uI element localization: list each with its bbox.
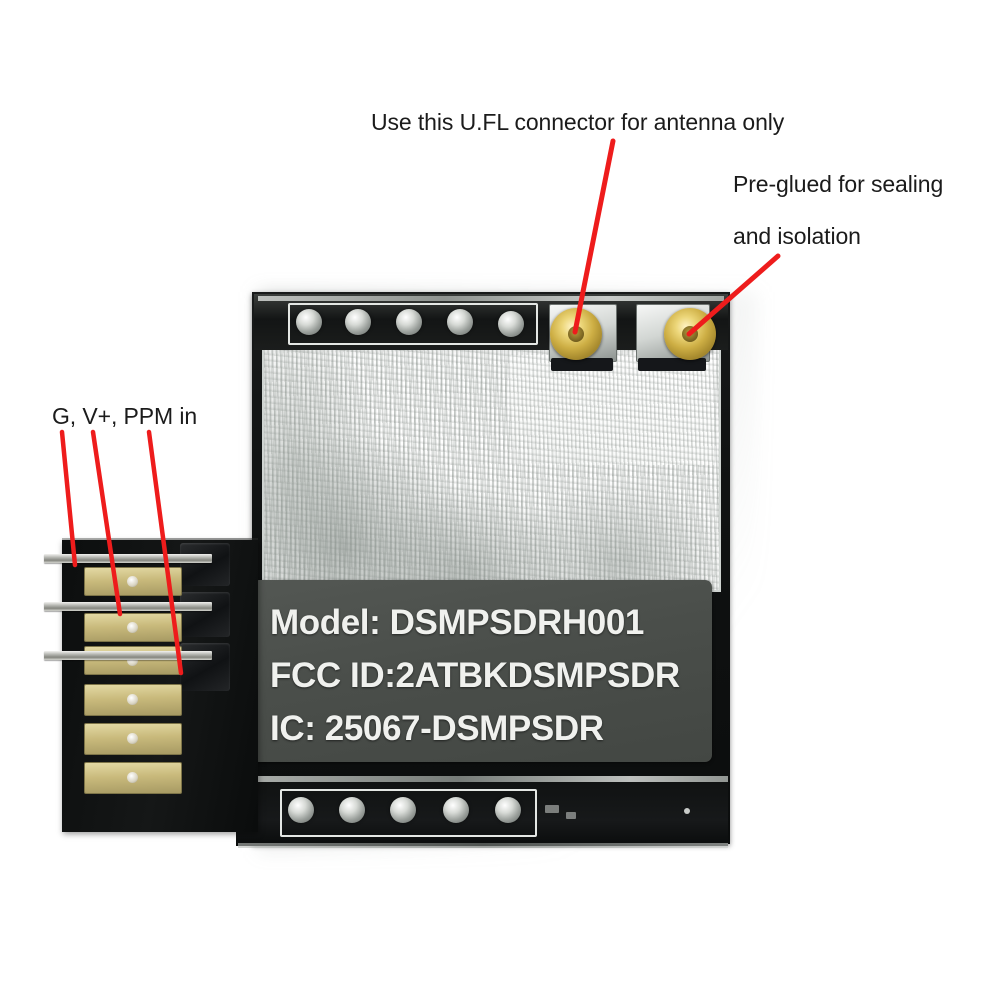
gold-pad bbox=[84, 684, 182, 716]
pad-via bbox=[127, 733, 138, 744]
bottom-pad-silkscreen-outline bbox=[280, 789, 537, 837]
bottom-smd-component bbox=[566, 812, 576, 819]
pad-via bbox=[127, 772, 138, 783]
pad-via bbox=[127, 654, 138, 666]
callout-ufl-connector: Use this U.FL connector for antenna only bbox=[371, 109, 785, 135]
castellated-hole bbox=[345, 309, 371, 335]
pad-via bbox=[127, 621, 138, 633]
castellation-silkscreen-outline bbox=[288, 303, 538, 345]
castellated-hole bbox=[498, 311, 524, 337]
pcb-top-edge-rim bbox=[258, 296, 724, 301]
bottom-smd-component bbox=[545, 805, 559, 813]
ufl-secondary-connector bbox=[664, 308, 716, 360]
rf-shield-can bbox=[262, 348, 721, 592]
bottom-solder-pad bbox=[288, 797, 314, 823]
pcb-bottom-rim-lower bbox=[238, 843, 728, 848]
spec-line-fcc-id: FCC ID:2ATBKDSMPSDR bbox=[270, 656, 680, 695]
gold-pad bbox=[84, 567, 182, 596]
gold-pad bbox=[84, 762, 182, 794]
gold-pad bbox=[84, 723, 182, 755]
spec-line-model: Model: DSMPSDRH001 bbox=[270, 603, 644, 642]
bottom-via bbox=[684, 808, 690, 814]
pcb-bottom-rim-upper bbox=[238, 776, 728, 783]
shield-brushed-texture bbox=[264, 350, 719, 590]
header-shroud bbox=[180, 592, 230, 637]
bottom-solder-pad bbox=[390, 797, 416, 823]
castellated-hole bbox=[296, 309, 322, 335]
ufl-connector-foot bbox=[551, 358, 613, 371]
bottom-solder-pad bbox=[443, 797, 469, 823]
castellated-hole bbox=[396, 309, 422, 335]
ufl-antenna-connector bbox=[550, 308, 602, 360]
bottom-solder-pad bbox=[495, 797, 521, 823]
spec-line-ic-id: IC: 25067-DSMPSDR bbox=[270, 709, 604, 748]
callout-pre-glued-line1: Pre-glued for sealing bbox=[733, 171, 944, 197]
header-shroud bbox=[180, 543, 230, 586]
callout-pre-glued-line2: and isolation bbox=[733, 223, 861, 249]
callout-pin-header: G, V+, PPM in bbox=[52, 403, 198, 429]
bottom-solder-pad bbox=[339, 797, 365, 823]
pad-via bbox=[127, 694, 138, 705]
header-pin-ppm-in bbox=[44, 651, 212, 660]
product-spec-label: Model: DSMPSDRH001 FCC ID:2ATBKDSMPSDR I… bbox=[252, 580, 712, 762]
pad-via bbox=[127, 575, 138, 587]
header-pin-vplus bbox=[44, 602, 212, 611]
castellated-hole bbox=[447, 309, 473, 335]
ufl-connector-foot bbox=[638, 358, 706, 371]
header-pin-ground bbox=[44, 554, 212, 563]
gold-pad bbox=[84, 613, 182, 642]
